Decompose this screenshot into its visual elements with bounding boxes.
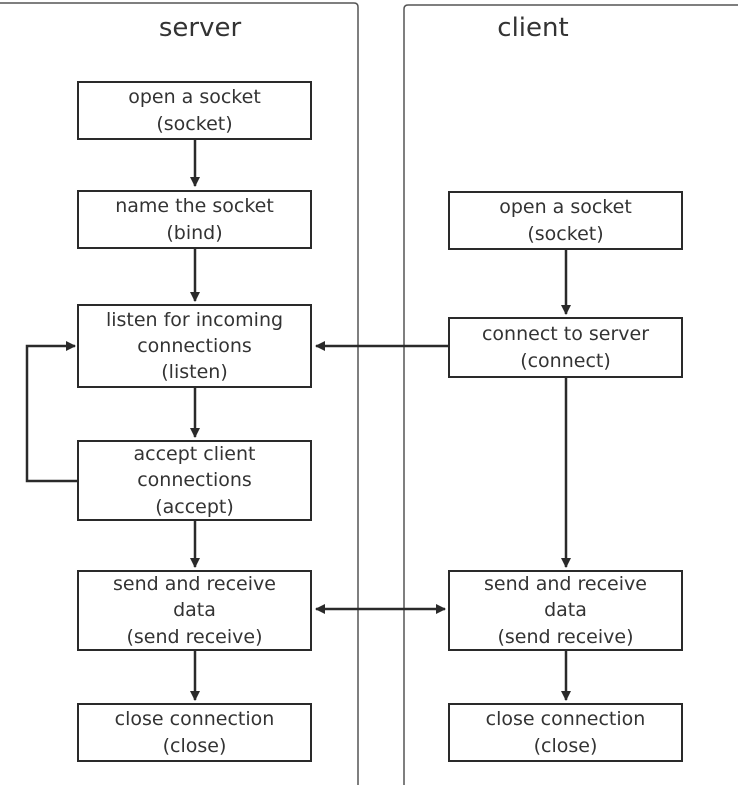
node-function: (socket) bbox=[527, 222, 604, 245]
server-send-receive-box: send and receive data (send receive) bbox=[77, 570, 312, 651]
node-function: (connect) bbox=[520, 349, 611, 372]
node-label: send and receive bbox=[484, 573, 647, 596]
server-accept-box: accept client connections (accept) bbox=[77, 440, 312, 521]
node-label: open a socket bbox=[128, 86, 261, 109]
client-lane-title: client bbox=[497, 13, 569, 43]
node-function: (accept) bbox=[155, 495, 234, 518]
node-function: (close) bbox=[533, 734, 598, 757]
node-function: (send receive) bbox=[126, 625, 263, 648]
node-label: close connection bbox=[485, 708, 646, 731]
arrow-accept-loop-to-listen bbox=[25, 341, 77, 483]
server-lane-border bbox=[0, 2, 359, 785]
node-function: (close) bbox=[162, 734, 227, 757]
node-function: (bind) bbox=[166, 221, 223, 244]
client-lane-border bbox=[403, 4, 738, 785]
server-open-socket-box: open a socket (socket) bbox=[77, 81, 312, 140]
node-label: open a socket bbox=[499, 196, 632, 219]
client-close-box: close connection (close) bbox=[448, 703, 683, 762]
client-send-receive-box: send and receive data (send receive) bbox=[448, 570, 683, 651]
node-label: connect to server bbox=[481, 323, 650, 346]
server-lane-title: server bbox=[158, 13, 242, 43]
node-label: name the socket bbox=[115, 195, 274, 218]
server-bind-box: name the socket (bind) bbox=[77, 190, 312, 249]
server-listen-box: listen for incoming connections (listen) bbox=[77, 304, 312, 388]
node-label: close connection bbox=[114, 708, 275, 731]
node-label: data bbox=[173, 599, 216, 622]
node-function: (socket) bbox=[156, 112, 233, 135]
server-close-box: close connection (close) bbox=[77, 703, 312, 762]
node-label: connections bbox=[137, 334, 252, 357]
client-connect-box: connect to server (connect) bbox=[448, 317, 683, 378]
node-label: accept client bbox=[133, 443, 256, 466]
node-function: (listen) bbox=[161, 361, 228, 384]
node-label: data bbox=[544, 599, 587, 622]
node-label: listen for incoming bbox=[105, 308, 284, 331]
node-label: connections bbox=[137, 469, 252, 492]
client-open-socket-box: open a socket (socket) bbox=[448, 191, 683, 250]
node-label: send and receive bbox=[113, 573, 276, 596]
node-function: (send receive) bbox=[497, 625, 634, 648]
